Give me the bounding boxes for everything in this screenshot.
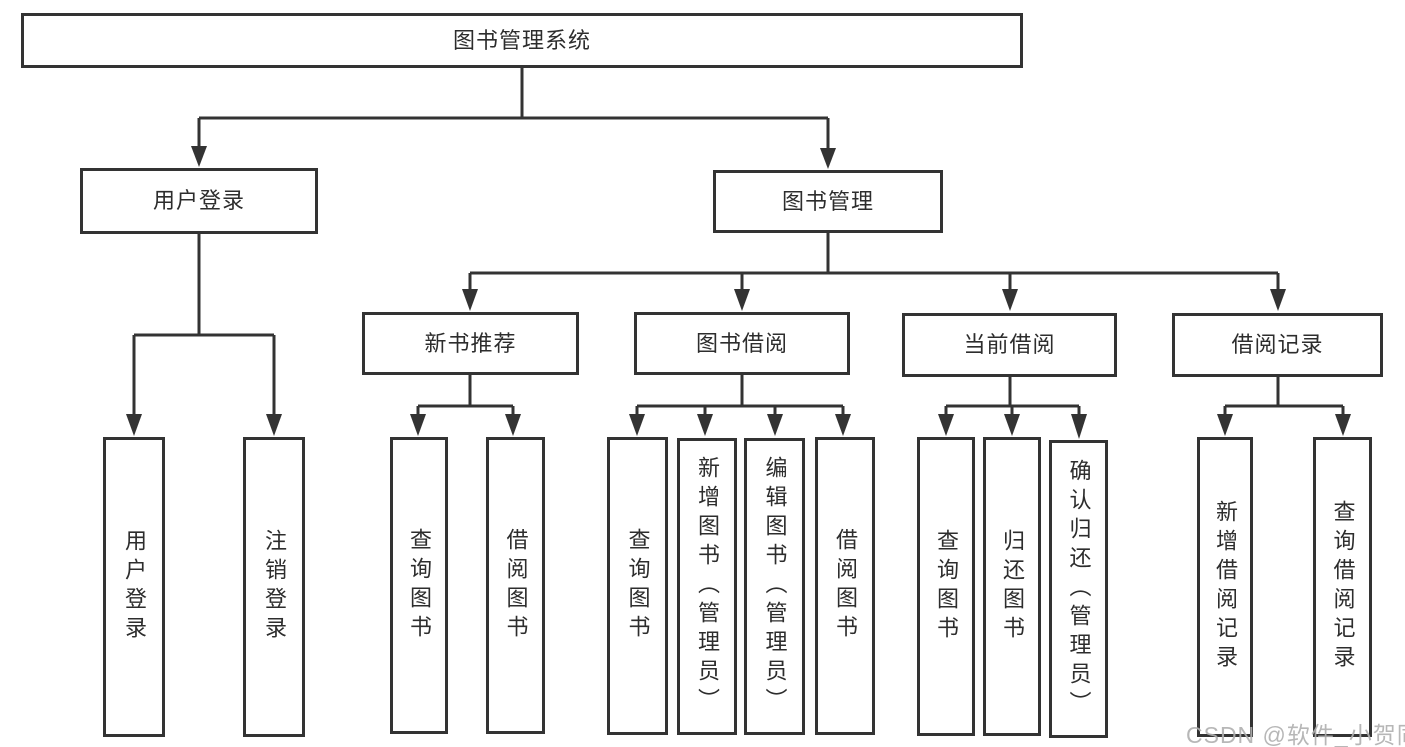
node-label: 借阅图书 [503,527,529,644]
leaf-borrow-books-recommend: 借阅图书 [486,437,545,734]
node-borrow-records: 借阅记录 [1172,313,1383,377]
node-label: 图书管理系统 [452,27,591,53]
connector-current-borrow-children [938,377,1087,439]
connector-borrow-record-children [1217,377,1351,436]
node-label: 新增借阅记录 [1213,500,1238,674]
node-label: 图书借阅 [695,330,788,356]
connector-book-management-children [462,233,1286,311]
node-label: 图书管理 [781,188,874,214]
leaf-query-books-recommend: 查询图书 [390,437,448,734]
leaf-user-login: 用户登录 [103,437,165,737]
leaf-logout: 注销登录 [243,437,305,737]
csdn-watermark: CSDN @软件_小贺同学 [1186,722,1405,747]
node-label: 注销登录 [262,529,287,645]
leaf-query-books-current: 查询图书 [917,437,975,736]
node-book-management: 图书管理 [713,170,943,233]
leaf-query-borrow-record: 查询借阅记录 [1313,437,1372,737]
leaf-confirm-return-admin: 确认归还（管理员） [1049,440,1108,738]
node-label: 新增图书（管理员） [695,456,720,717]
connector-book-borrow-children [629,375,851,436]
connector-user-login-children [126,234,282,436]
node-library-management-system: 图书管理系统 [21,13,1023,68]
node-book-borrow: 图书借阅 [634,312,850,375]
leaf-return-books: 归还图书 [983,437,1041,736]
leaf-borrow-books: 借阅图书 [815,437,875,735]
node-label: 查询图书 [407,527,432,644]
node-label: 确认归还（管理员） [1066,458,1092,720]
node-label: 借阅图书 [833,528,858,644]
node-label: 新书推荐 [424,330,517,356]
node-label: 用户登录 [122,529,147,645]
leaf-add-book-admin: 新增图书（管理员） [677,438,737,735]
leaf-add-borrow-record: 新增借阅记录 [1197,437,1253,737]
node-current-borrow: 当前借阅 [902,313,1117,377]
leaf-edit-book-admin: 编辑图书（管理员） [744,438,805,735]
node-label: 查询图书 [934,528,959,645]
node-new-book-recommend: 新书推荐 [362,312,579,375]
node-label: 编辑图书（管理员） [762,456,788,717]
node-label: 查询借阅记录 [1330,500,1356,674]
node-label: 用户登录 [152,188,245,213]
node-label: 当前借阅 [963,332,1056,357]
connector-root-to-level2 [191,68,836,169]
leaf-query-books-borrow: 查询图书 [607,437,668,735]
node-user-login: 用户登录 [80,168,318,234]
node-label: 借阅记录 [1231,332,1324,357]
node-label: 归还图书 [1000,528,1025,645]
connector-new-book-children [410,375,521,436]
node-label: 查询图书 [625,528,651,644]
